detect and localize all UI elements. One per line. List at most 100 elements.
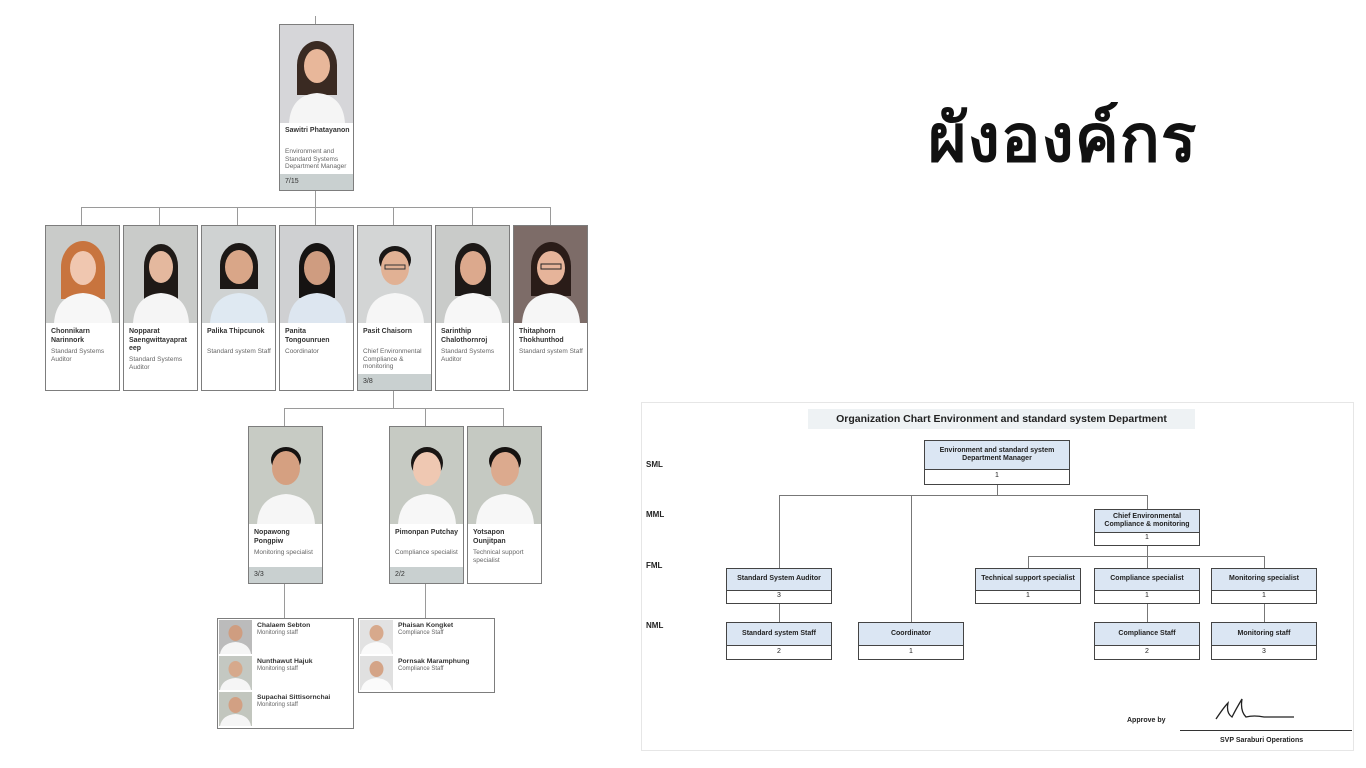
connector	[779, 495, 780, 568]
connector	[159, 207, 160, 225]
level-label: FML	[646, 561, 663, 570]
person-photo	[358, 226, 431, 323]
staff-row[interactable]: Phaisan Kongket Compliance Staff	[359, 619, 494, 655]
connector	[1264, 556, 1265, 568]
staff-row[interactable]: Supachai Sittisornchai Monitoring staff	[218, 691, 353, 727]
person-role: Standard Systems Auditor	[441, 348, 495, 363]
staff-role: Monitoring staff	[257, 702, 298, 708]
person-avatar-icon	[360, 656, 393, 690]
org-box-tech: Technical support specialist 1	[975, 568, 1081, 604]
org-box-count: 3	[1262, 648, 1266, 655]
signature-line	[1180, 730, 1352, 731]
signature-icon	[1215, 698, 1294, 720]
person-photo	[280, 25, 353, 123]
person-card[interactable]: Chonnikarn Narinnork Standard Systems Au…	[45, 225, 120, 391]
connector	[1147, 556, 1148, 568]
person-card[interactable]: Pimonpan Putchay Compliance specialist 2…	[389, 426, 464, 584]
person-card[interactable]: Panita Tongounruen Coordinator	[279, 225, 354, 391]
person-avatar-icon	[288, 41, 345, 123]
connector	[779, 604, 780, 622]
person-card[interactable]: Pasit Chaisorn Chief Environmental Compl…	[357, 225, 432, 391]
person-card-manager[interactable]: Sawitri Phatayanon Environment and Stand…	[279, 24, 354, 191]
org-box-title: Technical support specialist	[976, 569, 1080, 591]
person-name: Yotsapon Ounjitpan	[473, 529, 506, 545]
level-label: SML	[646, 460, 663, 469]
page-title: ผังองค์กร	[928, 100, 1198, 177]
person-avatar-icon	[219, 620, 252, 654]
person-role: Standard Systems Auditor	[51, 348, 105, 363]
person-role: Standard system Staff	[519, 348, 583, 355]
headcount-badge: 3/8	[358, 374, 431, 390]
person-avatar-icon	[397, 447, 456, 524]
staff-photo	[360, 620, 393, 654]
person-card[interactable]: Thitaphorn Thokhunthod Standard system S…	[513, 225, 588, 391]
person-photo	[390, 427, 463, 524]
person-card[interactable]: Sarinthip Chalothornroj Standard Systems…	[435, 225, 510, 391]
staff-photo	[219, 656, 252, 690]
org-box-manager: Environment and standard system Departme…	[924, 440, 1070, 485]
person-name: Sawitri Phatayanon	[285, 127, 350, 134]
connector	[550, 207, 551, 225]
headcount-badge: 2/2	[390, 567, 463, 583]
headcount-badge: 7/15	[280, 174, 353, 190]
person-card[interactable]: Yotsapon Ounjitpan Technical support spe…	[467, 426, 542, 584]
staff-role: Monitoring staff	[257, 630, 298, 636]
staff-name: Chalaem Sebton	[257, 622, 311, 629]
org-box-standard-staff: Standard system Staff 2	[726, 622, 832, 660]
person-role: Environment and Standard Systems Departm…	[285, 148, 347, 170]
person-avatar-icon	[365, 246, 424, 323]
person-name: Pasit Chaisorn	[363, 328, 413, 335]
staff-row[interactable]: Chalaem Sebton Monitoring staff	[218, 619, 353, 655]
person-card[interactable]: Nopparat Saengwittayaprat eep Standard S…	[123, 225, 198, 391]
connector	[284, 408, 503, 409]
org-box-count: 1	[1026, 592, 1030, 599]
person-card[interactable]: Nopawong Pongpiw Monitoring specialist 3…	[248, 426, 323, 584]
person-role: Coordinator	[285, 348, 319, 355]
scan-heading: Organization Chart Environment and stand…	[808, 409, 1195, 429]
compliance-staff-list: Phaisan Kongket Compliance Staff Pornsak…	[358, 618, 495, 693]
person-avatar-icon	[443, 243, 502, 323]
person-card[interactable]: Palika Thipcunok Standard system Staff	[201, 225, 276, 391]
org-box-chief: Chief Environmental Compliance & monitor…	[1094, 509, 1200, 546]
person-role: Technical support specialist	[473, 549, 524, 564]
org-box-count: 2	[1145, 648, 1149, 655]
person-avatar-icon	[53, 241, 112, 323]
org-box-coordinator: Coordinator 1	[858, 622, 964, 660]
connector	[315, 16, 316, 24]
staff-name: Pornsak Maramphung	[398, 658, 470, 665]
connector	[284, 408, 285, 426]
person-photo	[436, 226, 509, 323]
staff-photo	[219, 620, 252, 654]
person-avatar-icon	[287, 243, 346, 323]
headcount-badge: 3/3	[249, 567, 322, 583]
org-box-title: Standard system Staff	[727, 623, 831, 646]
person-avatar-icon	[521, 242, 580, 323]
connector	[1147, 604, 1148, 622]
approver-title: SVP Saraburi Operations	[1220, 737, 1304, 744]
org-box-count: 1	[995, 472, 999, 479]
person-avatar-icon	[256, 447, 315, 524]
org-box-count: 1	[909, 648, 913, 655]
connector	[1147, 495, 1148, 509]
staff-role: Monitoring staff	[257, 666, 298, 672]
connector	[425, 408, 426, 426]
staff-role: Compliance Staff	[398, 630, 444, 636]
level-label: NML	[646, 621, 664, 630]
staff-row[interactable]: Nunthawut Hajuk Monitoring staff	[218, 655, 353, 691]
person-name: Chonnikarn Narinnork	[51, 328, 90, 344]
connector	[315, 190, 316, 207]
connector	[472, 207, 473, 225]
connector	[425, 584, 426, 618]
staff-row[interactable]: Pornsak Maramphung Compliance Staff	[359, 655, 494, 691]
org-box-title: Compliance Staff	[1095, 623, 1199, 646]
org-box-title: Environment and standard system Departme…	[925, 441, 1069, 470]
connector	[1264, 604, 1265, 622]
connector	[393, 391, 394, 408]
connector	[284, 584, 285, 618]
person-name: Pimonpan Putchay	[395, 529, 459, 536]
org-box-title: Standard System Auditor	[727, 569, 831, 591]
connector	[1028, 556, 1264, 557]
connector	[1147, 546, 1148, 556]
person-photo	[280, 226, 353, 323]
org-box-title: Coordinator	[859, 623, 963, 646]
